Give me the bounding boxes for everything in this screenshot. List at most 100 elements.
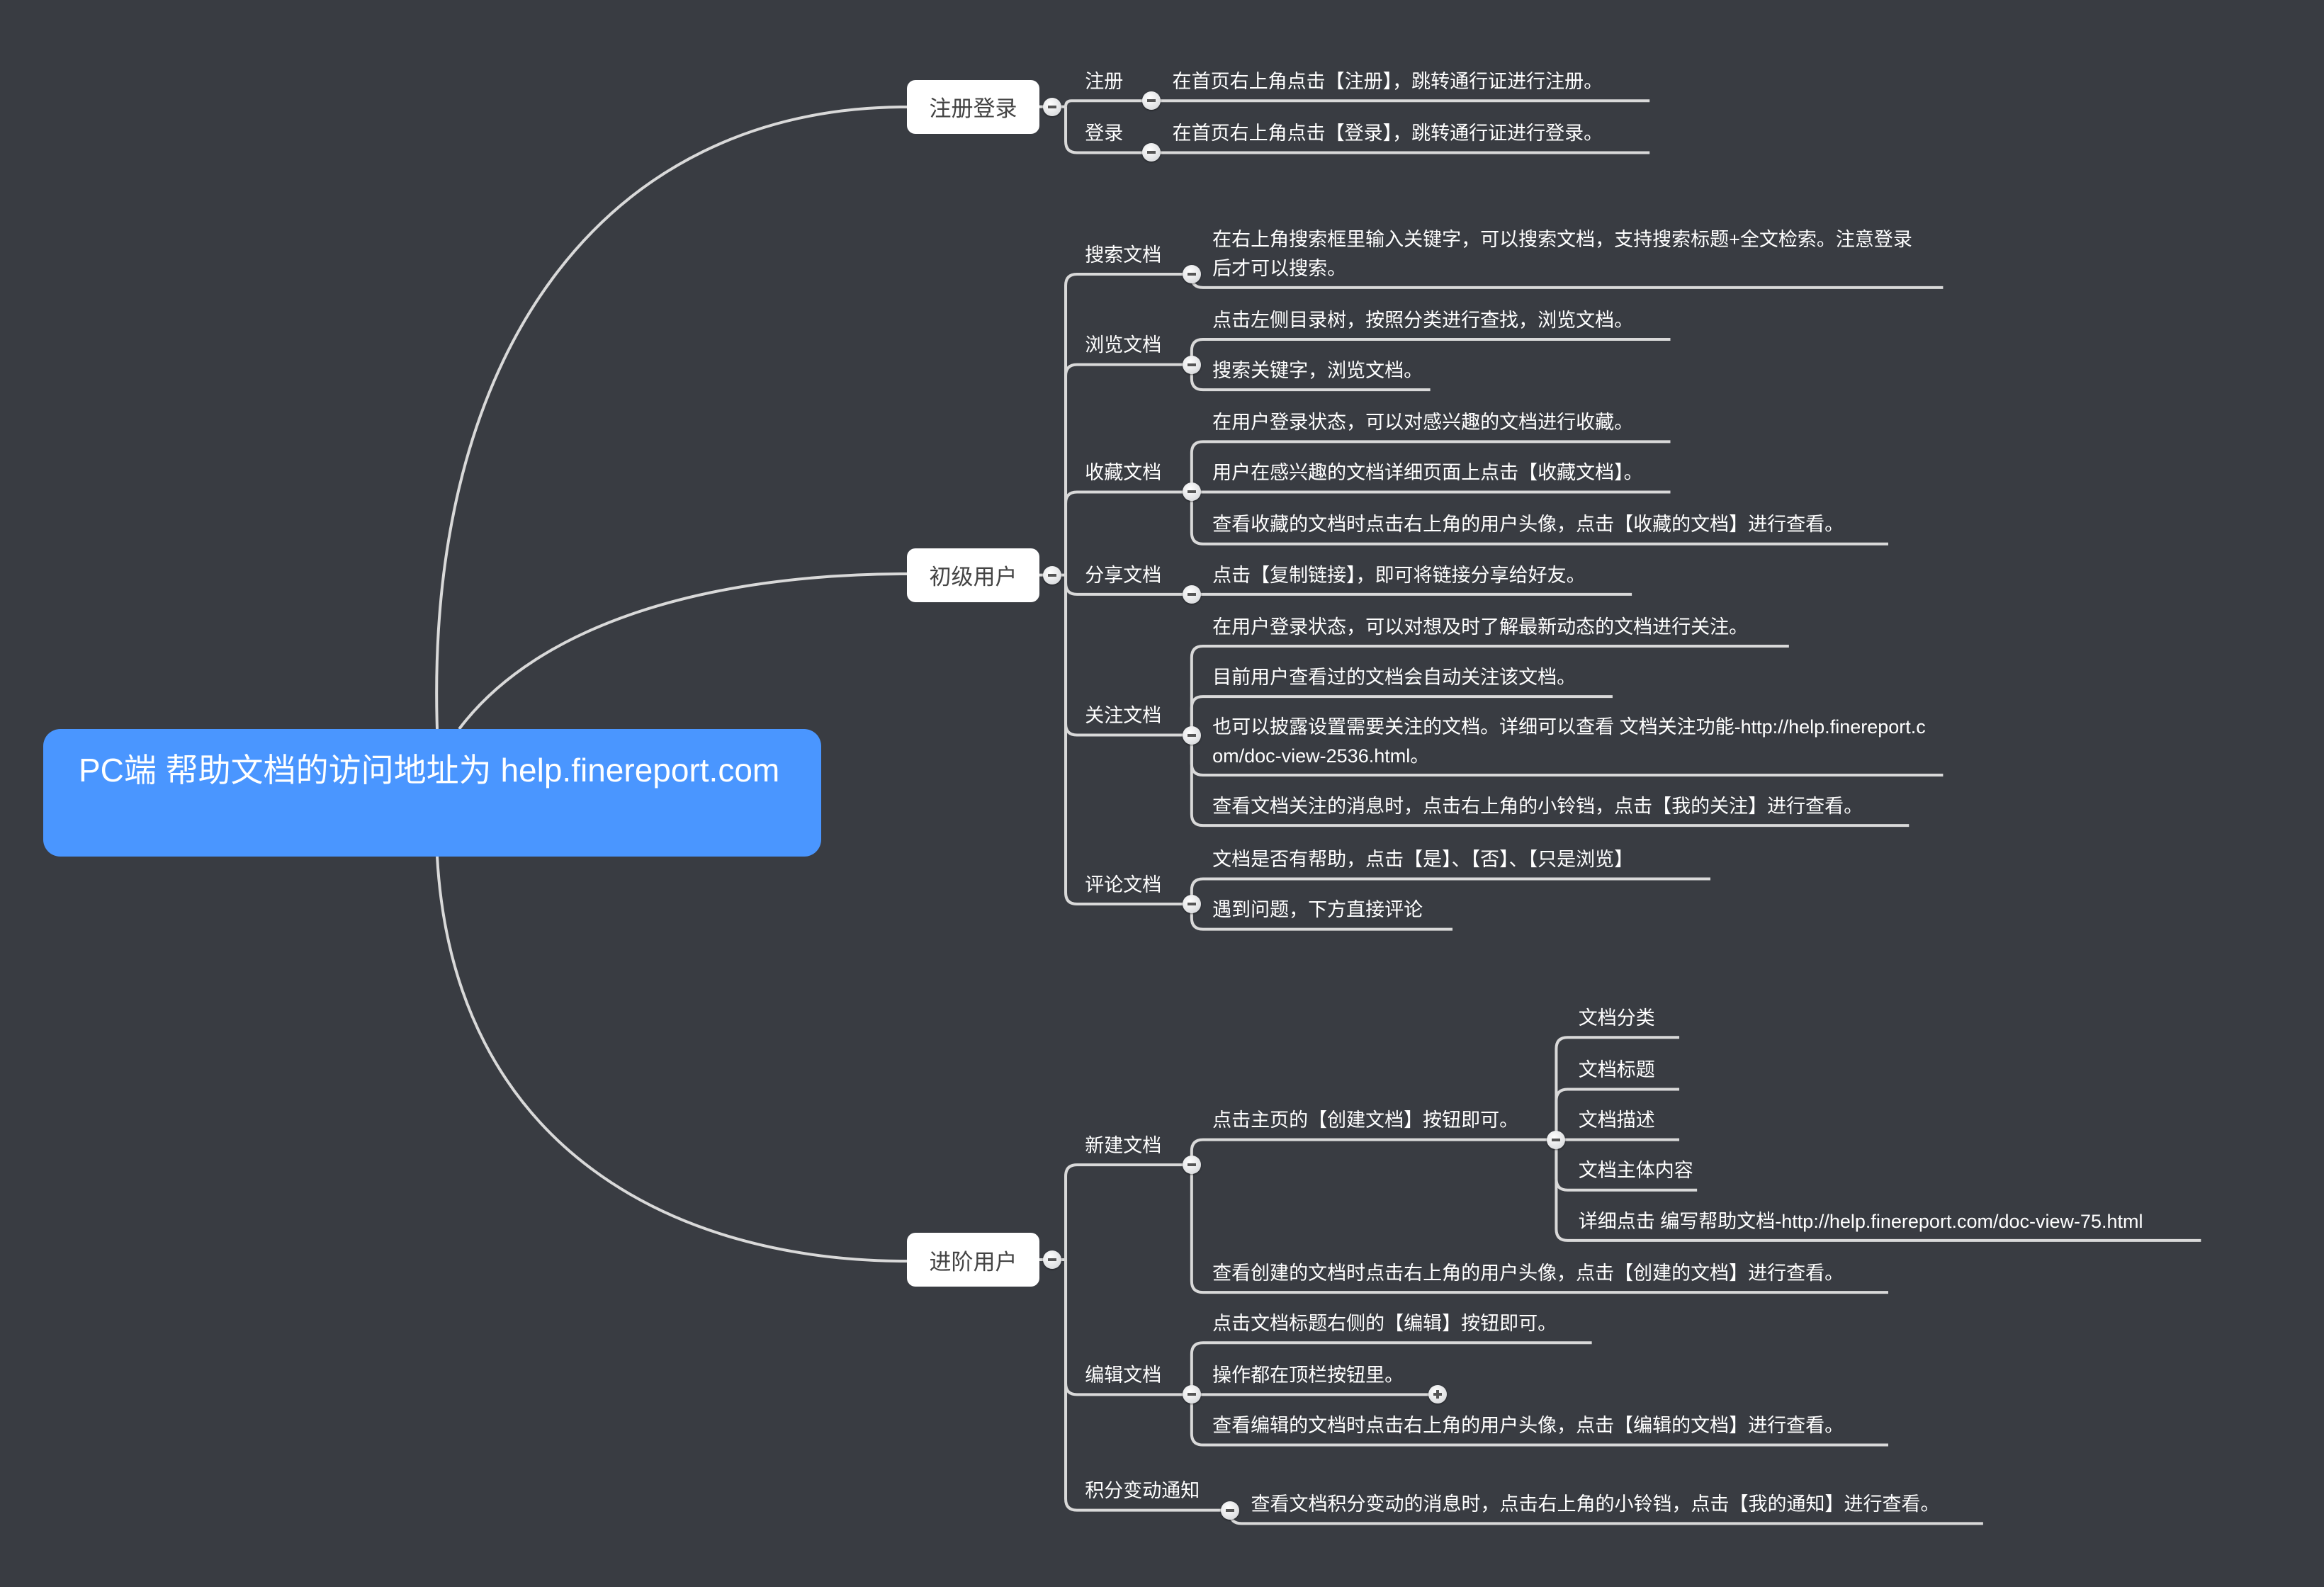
minus-icon xyxy=(1187,1393,1196,1396)
main-topic-label: 初级用户 xyxy=(929,565,1017,590)
subtopic-label[interactable]: 编辑文档 xyxy=(1085,1365,1162,1386)
minus-icon xyxy=(1048,1258,1057,1262)
connector-line xyxy=(1064,1260,1231,1512)
main-topic[interactable]: 初级用户 xyxy=(907,548,1039,602)
detail-topic[interactable]: 查看创建的文档时点击右上角的用户头像，点击【创建的文档】进行查看。 xyxy=(1212,1262,1844,1284)
detail-topic[interactable]: 查看文档关注的消息时，点击右上角的小铃铛，点击【我的关注】进行查看。 xyxy=(1212,795,1863,817)
detail-topic[interactable]: 在右上角搜索框里输入关键字，可以搜索文档，支持搜索标题+全文检索。注意登录后才可… xyxy=(1212,228,1912,279)
expand-button[interactable] xyxy=(1428,1385,1448,1404)
collapse-button[interactable] xyxy=(1043,97,1062,116)
connector-line xyxy=(1064,363,1192,575)
detail-topic[interactable]: 点击【复制链接】，即可将链接分享给好友。 xyxy=(1212,564,1586,586)
detail-topic[interactable]: 点击左侧目录树，按照分类进行查找，浏览文档。 xyxy=(1212,309,1634,331)
detail-topic[interactable]: 在首页右上角点击【登录】，跳转通行证进行登录。 xyxy=(1172,123,1603,145)
subtopic-label[interactable]: 浏览文档 xyxy=(1085,334,1162,356)
subtopic-label[interactable]: 收藏文档 xyxy=(1085,462,1162,484)
sub-detail-topic[interactable]: 文档分类 xyxy=(1578,1007,1655,1029)
main-topic-label: 进阶用户 xyxy=(929,1249,1017,1275)
connector-line xyxy=(1064,490,1192,575)
minus-icon xyxy=(1048,105,1057,108)
connector-line xyxy=(1190,645,1789,735)
subtopic-label[interactable]: 积分变动通知 xyxy=(1085,1480,1200,1502)
subtopic-label[interactable]: 分享文档 xyxy=(1085,564,1162,586)
connector-line xyxy=(1064,106,1152,154)
sub-detail-topic[interactable]: 文档标题 xyxy=(1578,1059,1655,1081)
connector-line xyxy=(1064,272,1192,575)
plus-icon-stroke xyxy=(1436,1390,1440,1399)
detail-topic[interactable]: 在用户登录状态，可以对想及时了解最新动态的文档进行关注。 xyxy=(1212,616,1749,638)
connector-line xyxy=(1190,1165,1888,1294)
collapse-button[interactable] xyxy=(1142,91,1161,111)
connector-line xyxy=(1190,1138,1557,1165)
minus-icon xyxy=(1552,1138,1561,1141)
subtopic-label[interactable]: 评论文档 xyxy=(1085,874,1162,896)
detail-topic[interactable]: 目前用户查看过的文档会自动关注该文档。 xyxy=(1212,666,1576,688)
collapse-button[interactable] xyxy=(1182,482,1201,502)
sub-detail-topic[interactable]: 文档描述 xyxy=(1578,1109,1655,1131)
connector-line xyxy=(1190,695,1613,735)
connector-line xyxy=(1190,904,1452,931)
main-topic[interactable]: 注册登录 xyxy=(907,79,1039,134)
subtopic-label[interactable]: 新建文档 xyxy=(1085,1134,1162,1156)
collapse-button[interactable] xyxy=(1221,1501,1240,1520)
collapse-button[interactable] xyxy=(1182,1385,1201,1404)
root-connector xyxy=(458,572,908,730)
detail-topic[interactable]: 文档是否有帮助，点击【是】、【否】、【只是浏览】 xyxy=(1212,849,1634,871)
minus-icon xyxy=(1187,272,1196,276)
detail-topic[interactable]: 点击主页的【创建文档】按钮即可。 xyxy=(1212,1109,1519,1131)
collapse-button[interactable] xyxy=(1547,1130,1566,1149)
connector-line xyxy=(1555,1139,2201,1242)
main-topic-label: 注册登录 xyxy=(929,96,1017,122)
root-topic-title: PC端 帮助文档的访问地址为 help.finereport.com xyxy=(79,752,780,789)
minus-icon xyxy=(1187,1163,1196,1167)
detail-topic[interactable]: 用户在感兴趣的文档详细页面上点击【收藏文档】。 xyxy=(1212,462,1643,484)
detail-topic[interactable]: 点击文档标题右侧的【编辑】按钮即可。 xyxy=(1212,1312,1557,1334)
minus-icon xyxy=(1187,903,1196,906)
connector-line xyxy=(1190,877,1710,905)
connector-line xyxy=(1190,1394,1888,1447)
detail-topic[interactable]: 查看文档积分变动的消息时，点击右上角的小铃铛，点击【我的通知】进行查看。 xyxy=(1251,1493,1940,1515)
collapse-button[interactable] xyxy=(1043,565,1062,584)
collapse-button[interactable] xyxy=(1043,1250,1062,1270)
connector-line xyxy=(1190,338,1671,365)
detail-topic[interactable]: 也可以披露设置需要关注的文档。详细可以查看 文档关注功能-http://help… xyxy=(1212,716,1926,767)
sub-detail-topic[interactable]: 文档主体内容 xyxy=(1578,1160,1693,1182)
root-connector xyxy=(435,106,908,730)
subtopic-label[interactable]: 注册 xyxy=(1085,70,1124,92)
minus-icon xyxy=(1147,151,1156,154)
connector-line xyxy=(1064,99,1152,107)
subtopic-label[interactable]: 关注文档 xyxy=(1085,705,1162,727)
detail-topic[interactable]: 遇到问题，下方直接评论 xyxy=(1212,899,1423,921)
collapse-button[interactable] xyxy=(1182,264,1201,283)
connector-line xyxy=(1190,364,1431,392)
detail-topic[interactable]: 查看收藏的文档时点击右上角的用户头像，点击【收藏的文档】进行查看。 xyxy=(1212,514,1844,536)
minus-icon xyxy=(1226,1508,1235,1512)
detail-topic[interactable]: 搜索关键字，浏览文档。 xyxy=(1212,359,1423,381)
sub-detail-topic[interactable]: 详细点击 编写帮助文档-http://help.finereport.com/d… xyxy=(1578,1210,2143,1232)
connector-line xyxy=(1190,492,1888,546)
connector-line xyxy=(1190,440,1671,492)
subtopic-label[interactable]: 登录 xyxy=(1085,123,1124,145)
root-topic[interactable]: PC端 帮助文档的访问地址为 help.finereport.com xyxy=(43,729,821,857)
connector-line xyxy=(1190,1341,1592,1395)
connector-line xyxy=(1064,575,1192,906)
minus-icon xyxy=(1147,99,1156,103)
connector-line xyxy=(1190,735,1910,828)
connector-line xyxy=(1064,1163,1192,1260)
root-connector xyxy=(436,856,908,1263)
collapse-button[interactable] xyxy=(1142,143,1161,162)
subtopic-label[interactable]: 搜索文档 xyxy=(1085,244,1162,266)
detail-topic[interactable]: 查看编辑的文档时点击右上角的用户头像，点击【编辑的文档】进行查看。 xyxy=(1212,1415,1844,1437)
collapse-button[interactable] xyxy=(1182,895,1201,914)
collapse-button[interactable] xyxy=(1182,584,1201,604)
detail-topic[interactable]: 在用户登录状态，可以对感兴趣的文档进行收藏。 xyxy=(1212,412,1634,434)
collapse-button[interactable] xyxy=(1182,1156,1201,1175)
detail-topic[interactable]: 操作都在顶栏按钮里。 xyxy=(1212,1365,1404,1386)
collapse-button[interactable] xyxy=(1182,355,1201,374)
detail-topic[interactable]: 在首页右上角点击【注册】，跳转通行证进行注册。 xyxy=(1172,70,1603,92)
connector-line xyxy=(1555,1036,1680,1140)
main-topic[interactable]: 进阶用户 xyxy=(907,1233,1039,1287)
minus-icon xyxy=(1187,733,1196,737)
collapse-button[interactable] xyxy=(1182,725,1201,745)
